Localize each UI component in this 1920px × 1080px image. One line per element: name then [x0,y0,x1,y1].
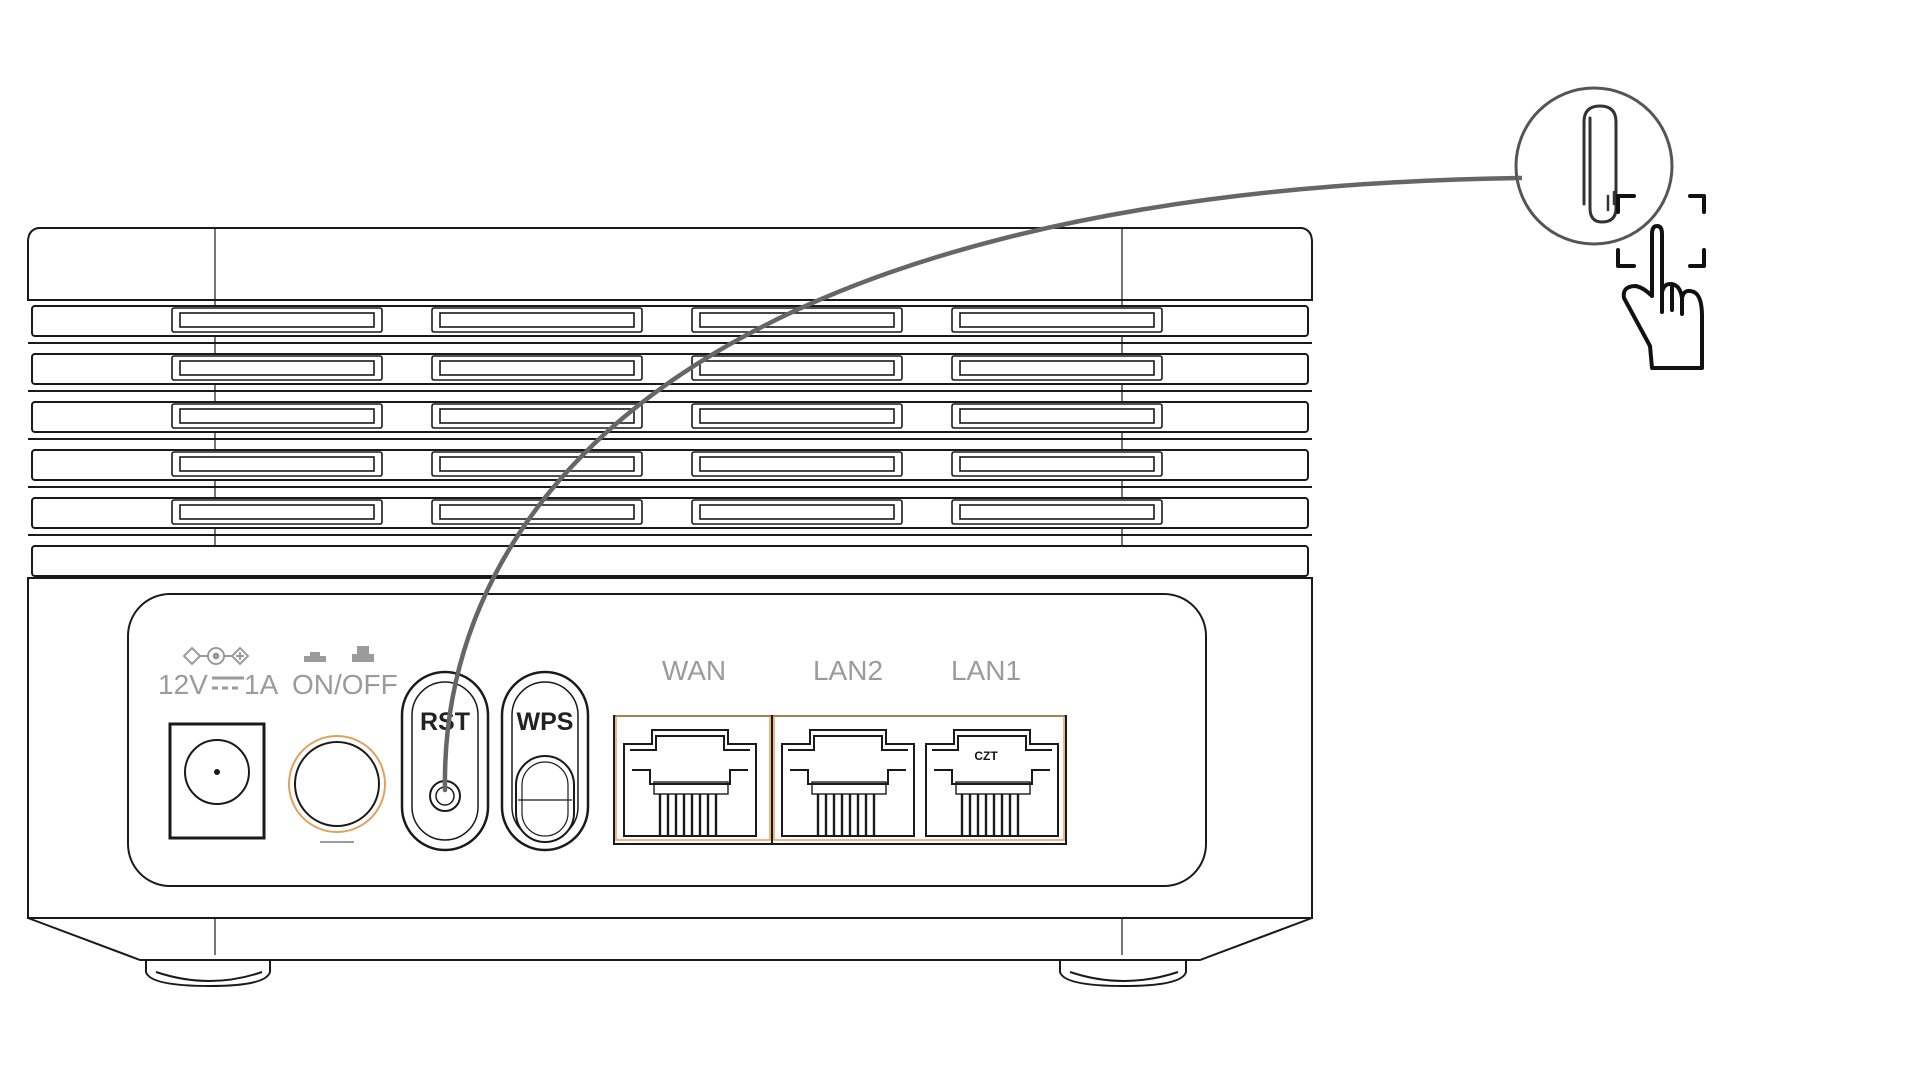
port-labels: WAN LAN2 LAN1 [662,655,1021,686]
power-jack[interactable]: 12V 1A [158,646,279,840]
dc-symbol-icon [212,676,244,690]
switch-state-icon [304,646,374,662]
port-label-wan: WAN [662,655,726,686]
paperclip-icon [1582,104,1618,224]
polarity-icon [182,646,250,666]
reset-label: RST [420,708,470,736]
vent-fins [28,305,1312,577]
switch-label: ON/OFF [292,669,398,700]
lan2-port[interactable] [781,729,915,837]
paperclip-callout [1514,86,1674,246]
port-label-lan1: LAN1 [951,655,1021,686]
wan-port[interactable] [623,729,757,837]
voltage-label: 12V [158,669,208,700]
port-marking: CZT [974,749,998,763]
power-switch[interactable]: ON/OFF [288,646,398,843]
hand-press-icon [1616,194,1706,370]
router-body [27,227,1313,988]
feet [145,960,1187,988]
current-label: 1A [244,669,279,700]
wps-label: WPS [517,708,574,736]
callout-line [442,175,1523,793]
vent-slots [171,307,1163,525]
wps-button[interactable]: WPS [500,670,590,852]
port-label-lan2: LAN2 [813,655,883,686]
lan1-port[interactable] [925,729,1059,837]
